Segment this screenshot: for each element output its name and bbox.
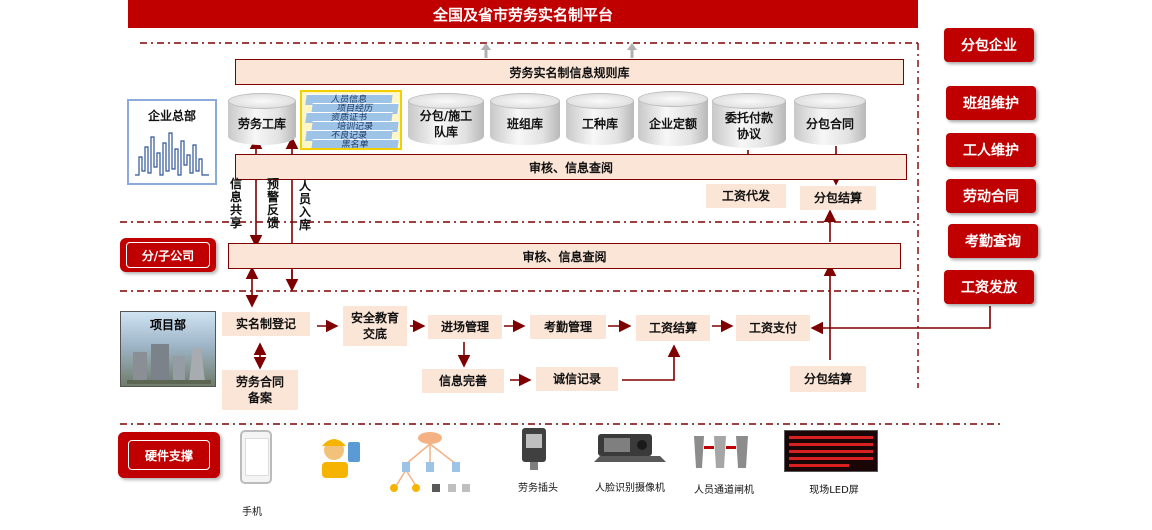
side-button-1[interactable]: 班组维护 bbox=[946, 86, 1036, 120]
gate-icon bbox=[692, 434, 750, 470]
hw-caption-phone: 手机 bbox=[242, 507, 262, 518]
skyline-icon bbox=[135, 132, 209, 176]
db-trade-label: 工种库 bbox=[581, 117, 618, 131]
network-icon bbox=[386, 430, 476, 496]
label-warning: 预警反馈 bbox=[266, 177, 279, 230]
db-entrust-label: 委托付款协议 bbox=[724, 110, 773, 141]
review-branch: 审核、信息查阅 bbox=[228, 243, 901, 269]
db-subcontract-team-label: 分包/施工队库 bbox=[419, 109, 473, 139]
attendance-management: 考勤管理 bbox=[530, 315, 606, 339]
db-subcontract-team: 分包/施工队库 bbox=[408, 93, 484, 145]
db-labor: 劳务工库 bbox=[228, 93, 296, 145]
branch-label: 分/子公司 bbox=[120, 238, 216, 272]
face-camera-icon bbox=[594, 432, 666, 466]
hardware-label-text: 硬件支撑 bbox=[128, 440, 210, 470]
db-info-stack: 人员信息项目经历资质证书培训记录不良记录黑名单 bbox=[300, 90, 402, 150]
platform-title: 全国及省市劳务实名制平台 bbox=[128, 0, 918, 28]
sub-settle-project: 分包结算 bbox=[790, 366, 866, 392]
info-completion: 信息完善 bbox=[422, 369, 504, 393]
credit-record: 诚信记录 bbox=[536, 367, 618, 391]
hardware-label: 硬件支撑 bbox=[118, 432, 220, 478]
side-button-5[interactable]: 工资发放 bbox=[944, 270, 1034, 304]
db-labor-label: 劳务工库 bbox=[237, 117, 286, 131]
db-subcontract-contract-label: 分包合同 bbox=[805, 117, 854, 131]
branch-label-text: 分/子公司 bbox=[126, 242, 210, 268]
db-entrust: 委托付款协议 bbox=[712, 93, 786, 148]
labor-contract-filing: 劳务合同备案 bbox=[222, 370, 298, 410]
label-info-share: 信息共享 bbox=[229, 177, 242, 230]
hw-caption-gate: 人员通道闸机 bbox=[694, 485, 754, 496]
worker-icon bbox=[316, 432, 362, 478]
safety-education: 安全教育交底 bbox=[343, 306, 407, 346]
db-team-label: 班组库 bbox=[506, 117, 543, 131]
hw-caption-face-camera: 人脸识别摄像机 bbox=[595, 483, 665, 494]
led-screen-icon bbox=[784, 430, 878, 472]
phone-icon bbox=[240, 430, 274, 486]
db-team: 班组库 bbox=[490, 93, 560, 145]
side-button-2[interactable]: 工人维护 bbox=[946, 133, 1036, 167]
db-trade: 工种库 bbox=[566, 93, 634, 145]
rules-library: 劳务实名制信息规则库 bbox=[235, 59, 904, 85]
db-subcontract-contract: 分包合同 bbox=[794, 93, 866, 145]
labor-plug-icon bbox=[522, 428, 548, 472]
project-label: 项目部 bbox=[149, 318, 186, 332]
side-button-3[interactable]: 劳动合同 bbox=[946, 179, 1036, 213]
project-photo: 项目部 bbox=[120, 311, 216, 387]
plant-icon bbox=[127, 344, 211, 384]
review-top: 审核、信息查阅 bbox=[235, 154, 907, 180]
hw-caption-labor-plug: 劳务插头 bbox=[518, 483, 558, 494]
wage-payment: 工资支付 bbox=[736, 315, 810, 341]
entry-management: 进场管理 bbox=[428, 315, 502, 339]
hq-label: 企业总部 bbox=[147, 109, 196, 123]
wage-settlement: 工资结算 bbox=[636, 315, 710, 341]
label-entry: 人员入库 bbox=[298, 179, 311, 232]
sub-settle-top: 分包结算 bbox=[800, 186, 876, 210]
side-button-0[interactable]: 分包企业 bbox=[944, 28, 1034, 62]
hw-caption-led: 现场LED屏 bbox=[809, 485, 859, 496]
db-quota-label: 企业定额 bbox=[648, 116, 697, 131]
wage-proxy: 工资代发 bbox=[706, 184, 786, 208]
real-name-register: 实名制登记 bbox=[222, 312, 310, 336]
side-button-4[interactable]: 考勤查询 bbox=[948, 224, 1038, 258]
db-quota: 企业定额 bbox=[638, 91, 708, 146]
info-stack-item: 黑名单 bbox=[311, 139, 399, 148]
hq-box: 企业总部 bbox=[127, 99, 217, 185]
